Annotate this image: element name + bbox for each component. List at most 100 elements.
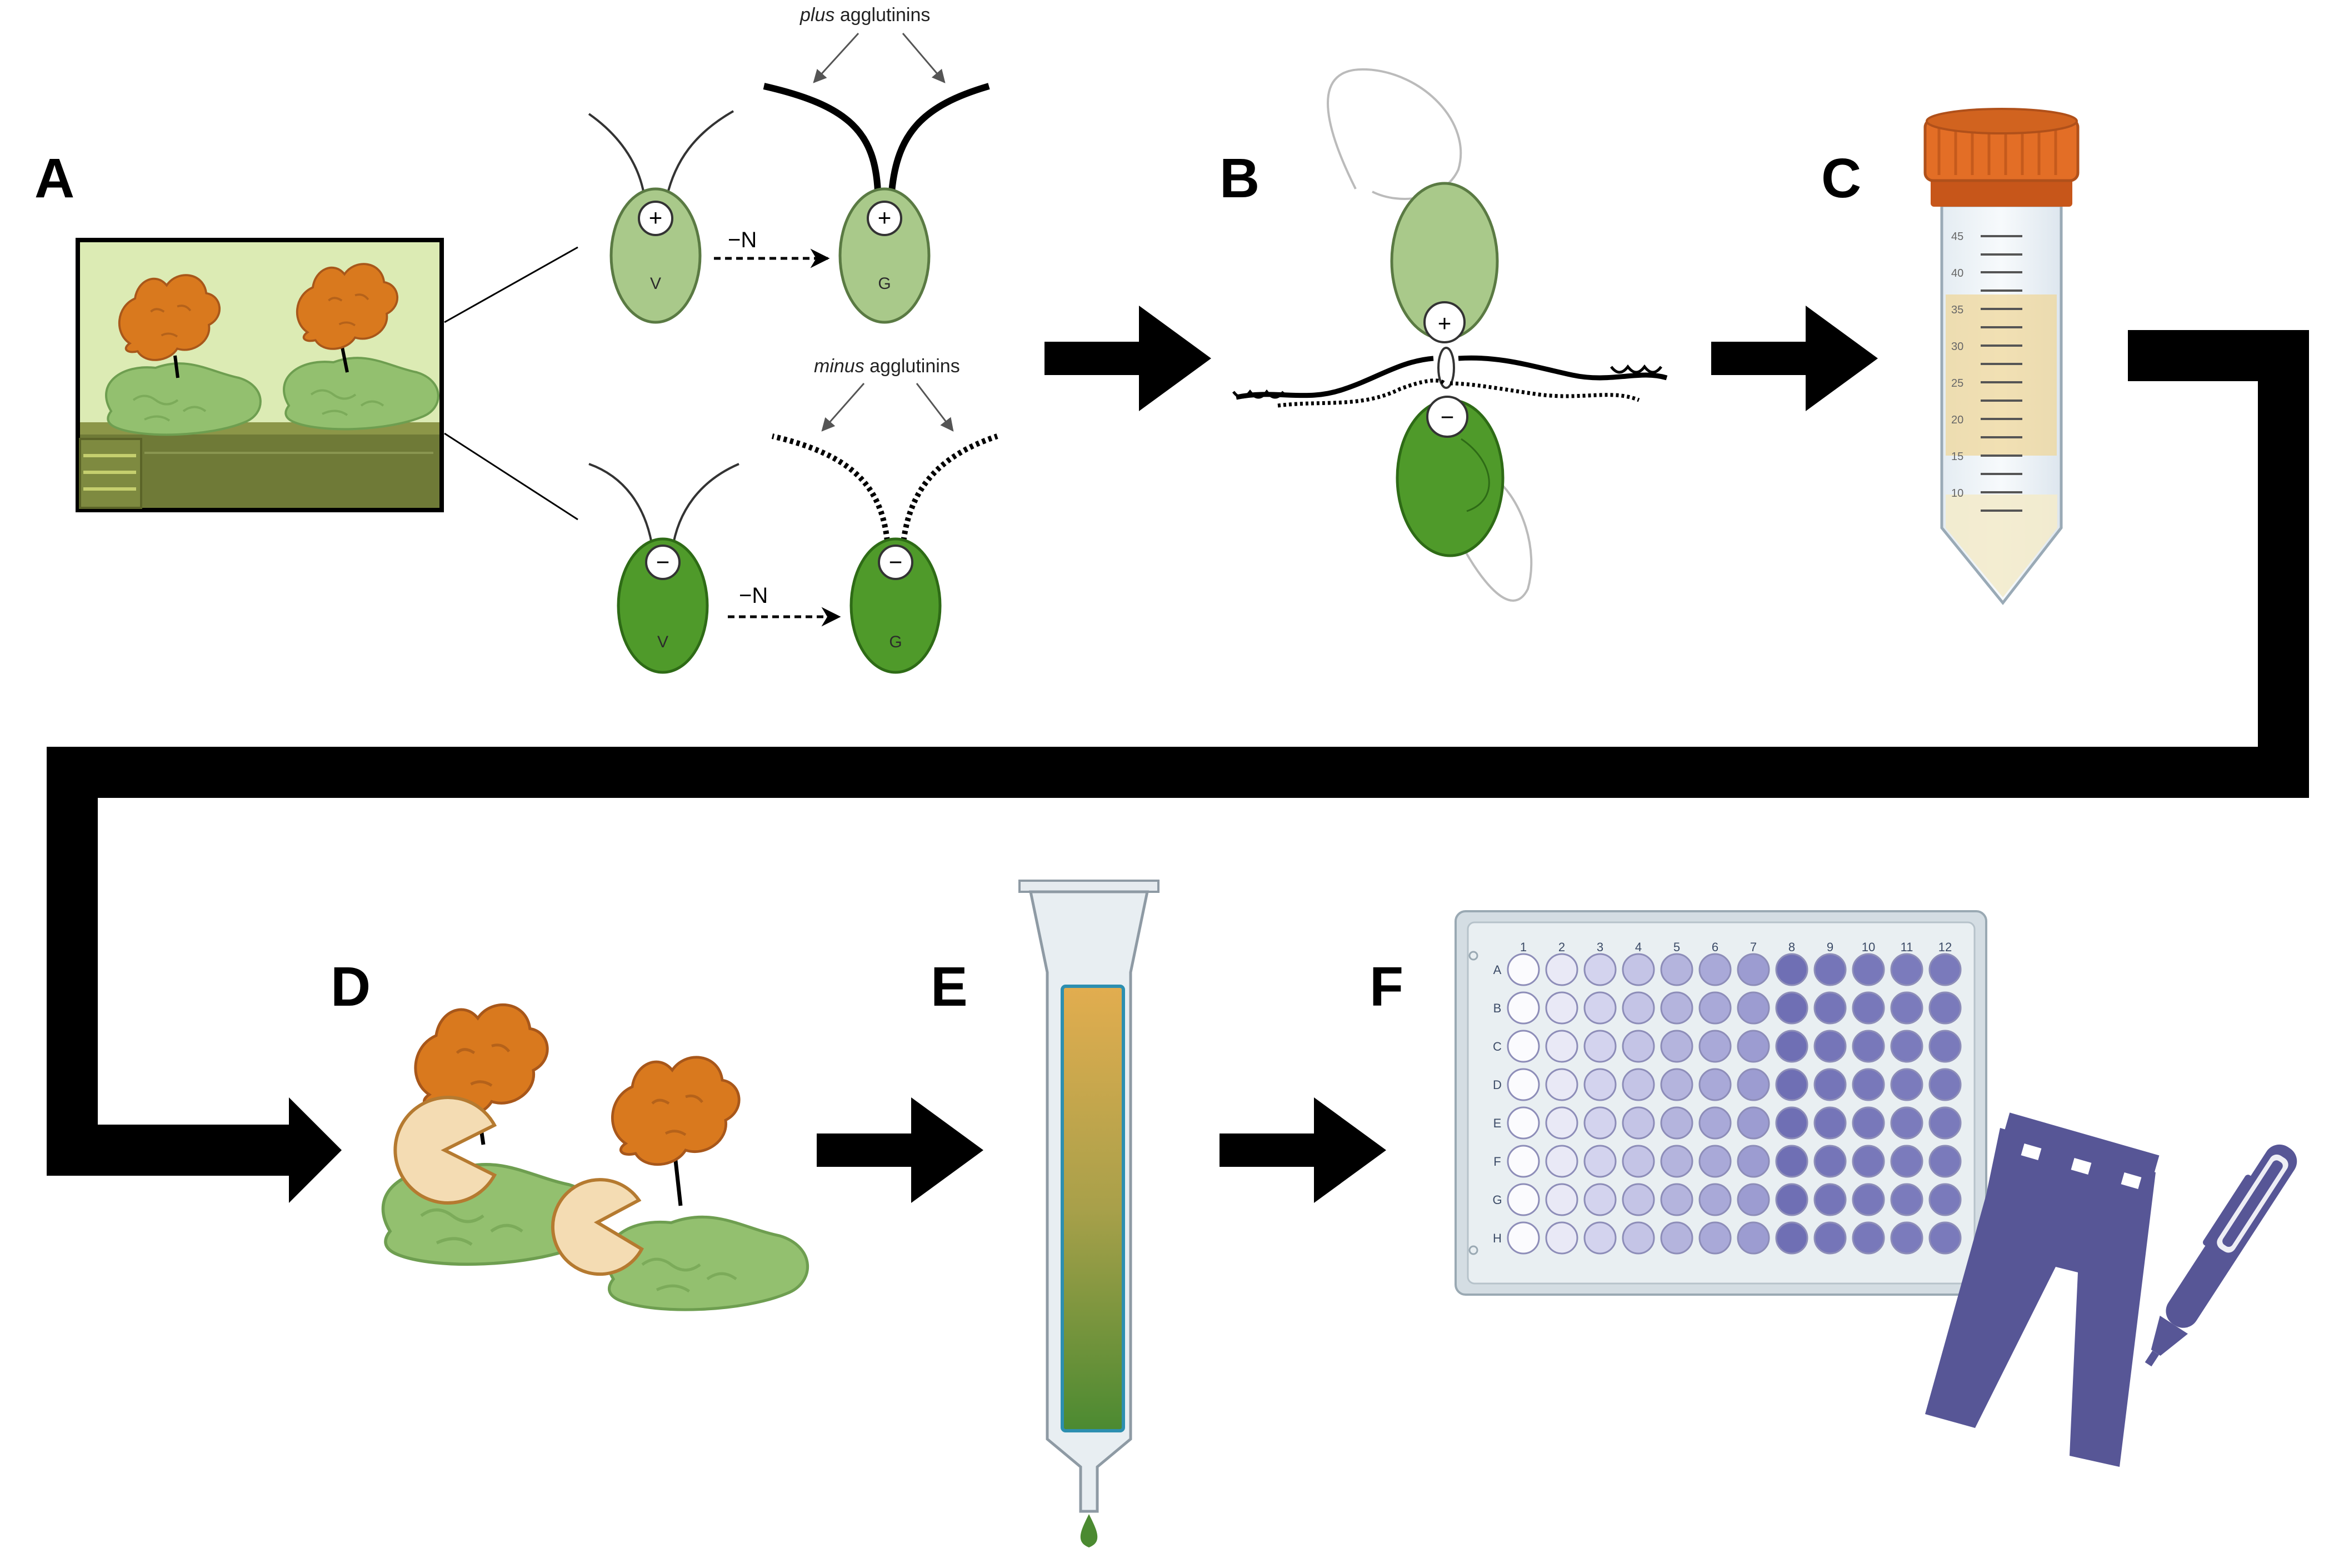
plate-well xyxy=(1698,1221,1732,1255)
plate-well xyxy=(1813,1068,1847,1101)
vegetative-label: V xyxy=(650,274,661,293)
plate-well xyxy=(1813,991,1847,1025)
plus-sign: + xyxy=(1438,310,1452,336)
plate-well xyxy=(1660,991,1693,1025)
plate-well xyxy=(1928,1145,1962,1178)
plate-well xyxy=(1660,1145,1693,1178)
plate-well xyxy=(1928,1030,1962,1063)
tube-tick-label: 20 xyxy=(1951,414,1963,426)
plate-well xyxy=(1622,953,1655,986)
tube-tick-label: 10 xyxy=(1951,487,1963,500)
plate-row-label: E xyxy=(1493,1116,1502,1130)
plate-well xyxy=(1737,1221,1770,1255)
glycoprotein-icon xyxy=(607,1217,807,1310)
plate-well xyxy=(1583,1221,1617,1255)
plus-sign: + xyxy=(878,204,892,231)
minus-sign: − xyxy=(889,549,903,575)
arrow-right-icon xyxy=(1711,306,1878,411)
tube-tick-label: 45 xyxy=(1951,231,1963,243)
pacman-enzyme-icon xyxy=(551,1178,644,1276)
plate-well xyxy=(1507,991,1540,1025)
plus-sign: + xyxy=(649,204,663,231)
nitrogen-label: −N xyxy=(739,583,768,608)
plate-well xyxy=(1890,1221,1923,1255)
panel-label-c: C xyxy=(1821,147,1861,209)
plate-column-label: 7 xyxy=(1750,940,1757,954)
plate-well xyxy=(1852,953,1885,986)
plate-well xyxy=(1928,1106,1962,1140)
plate-well xyxy=(1507,1068,1540,1101)
plate-well xyxy=(1507,1145,1540,1178)
plate-well xyxy=(1698,1030,1732,1063)
drop-icon xyxy=(1080,1514,1098,1547)
plate-well xyxy=(1622,1183,1655,1216)
plate-well xyxy=(1928,953,1962,986)
plate-column-label: 12 xyxy=(1938,940,1952,954)
plate-well xyxy=(1775,991,1808,1025)
plate-well xyxy=(1545,991,1578,1025)
plate-well xyxy=(1775,953,1808,986)
pen-icon xyxy=(2145,1144,2297,1367)
plate-well xyxy=(1813,1221,1847,1255)
plate-column-label: 6 xyxy=(1712,940,1718,954)
plate-well xyxy=(1813,1106,1847,1140)
plate-row-label: B xyxy=(1493,1001,1502,1015)
plate-row-label: F xyxy=(1493,1155,1501,1168)
plate-well xyxy=(1660,1221,1693,1255)
plate-well xyxy=(1775,1145,1808,1178)
plate-well xyxy=(1890,1030,1923,1063)
plate-well xyxy=(1583,991,1617,1025)
plate-row-label: C xyxy=(1493,1040,1502,1053)
plate-well xyxy=(1775,1183,1808,1216)
minus-sign: − xyxy=(1441,404,1455,430)
plate-well xyxy=(1775,1068,1808,1101)
jeans-icon xyxy=(1925,1112,2160,1467)
plate-well xyxy=(1737,1068,1770,1101)
plate-well xyxy=(1698,1106,1732,1140)
plate-column-label: 8 xyxy=(1788,940,1795,954)
plate-column-label: 3 xyxy=(1597,940,1603,954)
plate-well xyxy=(1928,1221,1962,1255)
plate-well xyxy=(1660,1068,1693,1101)
plate-well xyxy=(1698,1145,1732,1178)
agglutinin-icon xyxy=(612,1057,739,1165)
plate-well xyxy=(1928,991,1962,1025)
plate-row-label: A xyxy=(1493,963,1502,977)
plate-well xyxy=(1507,953,1540,986)
plate-well xyxy=(1852,1068,1885,1101)
plate-well xyxy=(1737,1030,1770,1063)
plate-well xyxy=(1890,991,1923,1025)
plate-well xyxy=(1698,953,1732,986)
plate-well xyxy=(1660,953,1693,986)
plate-well xyxy=(1737,1145,1770,1178)
plate-row-label: G xyxy=(1492,1193,1502,1207)
plate-well xyxy=(1507,1106,1540,1140)
plate-well xyxy=(1545,1183,1578,1216)
plate-well xyxy=(1622,1030,1655,1063)
plate-well xyxy=(1890,1106,1923,1140)
plate-well xyxy=(1660,1030,1693,1063)
plate-well xyxy=(1813,1183,1847,1216)
plate-well xyxy=(1890,953,1923,986)
plate-well xyxy=(1775,1030,1808,1063)
plate-well xyxy=(1698,1068,1732,1101)
plate-column-label: 10 xyxy=(1862,940,1875,954)
plate-well xyxy=(1622,1068,1655,1101)
plate-well xyxy=(1813,1145,1847,1178)
plate-well xyxy=(1775,1221,1808,1255)
plate-well xyxy=(1775,1106,1808,1140)
connector-arrow xyxy=(47,330,2309,1203)
plate-well xyxy=(1890,1183,1923,1216)
plate-well xyxy=(1737,1183,1770,1216)
plate-column-label: 1 xyxy=(1520,940,1527,954)
plate-well xyxy=(1507,1221,1540,1255)
plate-column-label: 4 xyxy=(1635,940,1642,954)
chromatography-column-icon xyxy=(1018,880,1159,1547)
plate-well xyxy=(1890,1145,1923,1178)
pacman-enzyme-icon xyxy=(393,1096,497,1205)
plate-well xyxy=(1890,1068,1923,1101)
plate-well xyxy=(1622,1221,1655,1255)
plate-well xyxy=(1583,1183,1617,1216)
